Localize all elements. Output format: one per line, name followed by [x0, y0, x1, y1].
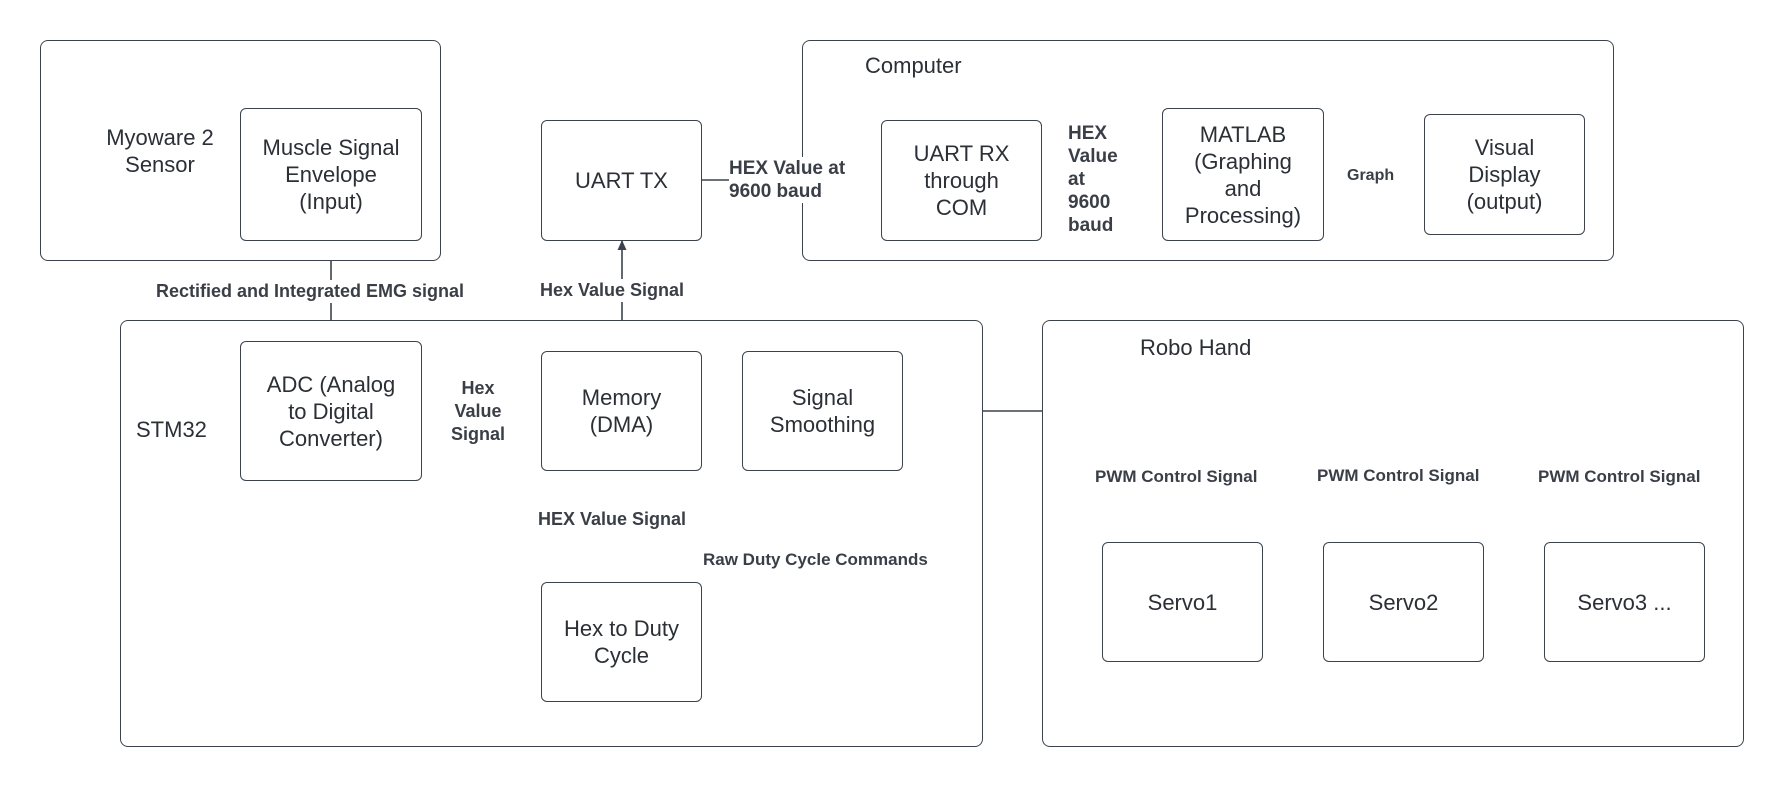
- edge-label-rx-baud: HEX Value at 9600 baud: [1068, 122, 1118, 237]
- edge-label-adc-to-mem: Hex Value Signal: [446, 377, 510, 446]
- muscle-signal-node: Muscle Signal Envelope (Input): [240, 108, 422, 241]
- edge-label-uart-baud: HEX Value at 9600 baud: [729, 157, 846, 203]
- signal-smoothing-node: Signal Smoothing: [742, 351, 903, 471]
- visual-display-node: Visual Display (output): [1424, 114, 1585, 235]
- edge-label-raw-duty: Raw Duty Cycle Commands: [703, 549, 928, 570]
- robo-hand-group: [1042, 320, 1744, 747]
- edge-label-emg: Rectified and Integrated EMG signal: [156, 280, 465, 303]
- adc-node: ADC (Analog to Digital Converter): [240, 341, 422, 481]
- edge-label-pwm-servo3: PWM Control Signal: [1538, 466, 1701, 487]
- matlab-node: MATLAB (Graphing and Processing): [1162, 108, 1324, 241]
- hex-to-duty-cycle-node: Hex to Duty Cycle: [541, 582, 702, 702]
- edge-label-pwm-servo2: PWM Control Signal: [1317, 465, 1480, 486]
- stm32-label: STM32: [136, 417, 207, 442]
- computer-label: Computer: [865, 53, 962, 78]
- uart-rx-node: UART RX through COM: [881, 120, 1042, 241]
- memory-dma-node: Memory (DMA): [541, 351, 702, 471]
- edge-label-mem-to-uart: Hex Value Signal: [540, 279, 685, 302]
- servo1-node: Servo1: [1102, 542, 1263, 662]
- servo3-node: Servo3 ...: [1544, 542, 1705, 662]
- robo-hand-label: Robo Hand: [1140, 335, 1252, 360]
- uart-tx-node: UART TX: [541, 120, 702, 241]
- edge-label-graph: Graph: [1347, 166, 1395, 186]
- servo2-node: Servo2: [1323, 542, 1484, 662]
- edge-label-pwm-servo1: PWM Control Signal: [1095, 466, 1258, 487]
- edge-label-mem-to-hex: HEX Value Signal: [538, 508, 687, 531]
- myoware-sensor-label: Myoware 2 Sensor: [106, 125, 214, 177]
